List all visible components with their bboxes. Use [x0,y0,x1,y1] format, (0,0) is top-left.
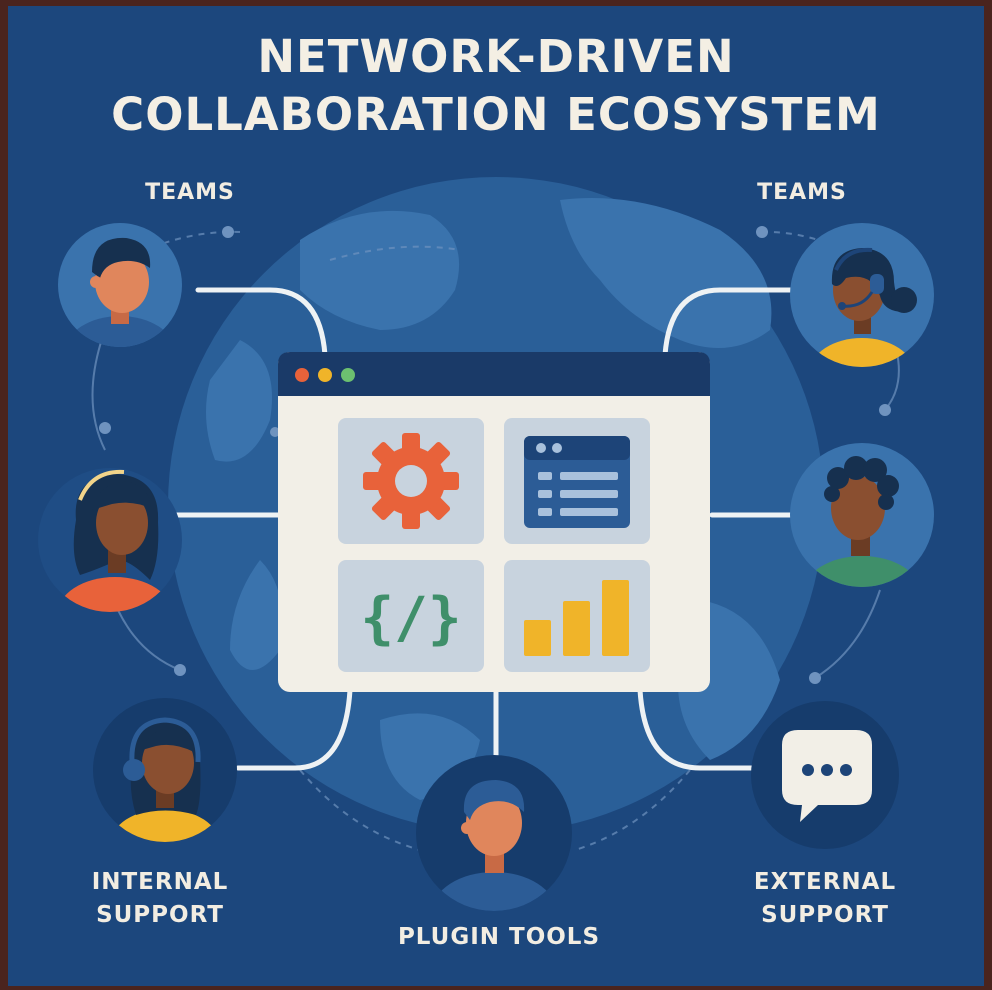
title-line-2: COLLABORATION ECOSYSTEM [111,88,881,141]
avatar-teams-right [790,223,934,367]
label-teams-left: TEAMS [145,180,235,205]
label-plugin-tools: PLUGIN TOOLS [397,924,601,950]
avatar-internal-support [93,698,237,842]
label-teams-right: TEAMS [757,180,847,205]
gear-icon [363,433,459,529]
label-internal-support: INTERNAL SUPPORT [60,866,260,932]
dashboard-list-icon [524,436,630,528]
label-external-support-line2: SUPPORT [761,902,889,928]
label-internal-support-line1: INTERNAL [91,869,229,895]
label-internal-support-line2: SUPPORT [96,902,224,928]
orbit-node-dots [99,226,891,684]
avatar-member-right [790,443,934,587]
window-dot-yellow [318,368,332,382]
code-icon: {/} [360,586,461,651]
app-window: {/} [278,352,710,692]
connector-lines [167,287,803,771]
window-dot-red [295,368,309,382]
window-dot-green [341,368,355,382]
page-title: NETWORK-DRIVEN COLLABORATION ECOSYSTEM [40,28,952,144]
bar-chart-icon [524,580,629,656]
avatar-plugin-tools [416,755,572,911]
avatar-member-left [38,468,182,612]
label-external-support-line1: EXTERNAL [753,869,897,895]
title-line-1: NETWORK-DRIVEN [257,30,735,83]
tile-code [338,560,484,672]
label-external-support: EXTERNAL SUPPORT [720,866,930,932]
avatar-teams-left [58,223,182,347]
chat-bubble-icon [751,701,899,849]
